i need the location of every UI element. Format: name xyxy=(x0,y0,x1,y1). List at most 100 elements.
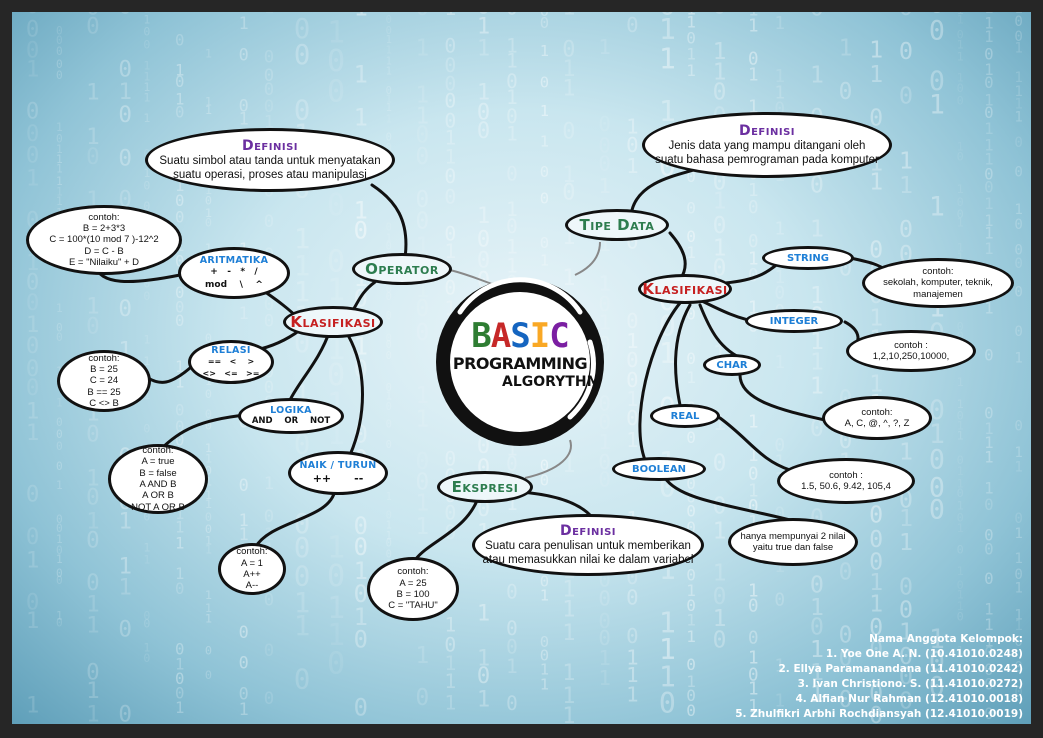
binary-digit: 1 xyxy=(984,12,994,17)
binary-digit: 0 xyxy=(264,507,274,527)
binary-digit: 1 xyxy=(26,420,39,446)
binary-digit: 0 xyxy=(477,227,490,252)
binary-digit: 0 xyxy=(294,14,310,45)
binary-digit: 0 xyxy=(659,310,676,343)
binary-digit: 1 xyxy=(175,517,184,536)
binary-digit: 1 xyxy=(56,121,63,134)
naik-turun-node: NAIK / TURUN ++ -- xyxy=(288,451,388,495)
relasi-example: contoh: B = 25 C = 24 B == 25 C <> B xyxy=(57,350,151,412)
logika-example: contoh: A = true B = false A AND B A OR … xyxy=(108,444,208,514)
binary-digit: 0 xyxy=(713,213,727,239)
binary-digit: 1 xyxy=(354,12,368,21)
binary-digit: 1 xyxy=(477,647,490,672)
binary-digit: 1 xyxy=(598,35,611,59)
binary-digit: 1 xyxy=(477,687,490,712)
binary-digit: 0 xyxy=(143,617,150,631)
binary-digit: 0 xyxy=(386,14,392,26)
binary-digit: 1 xyxy=(477,36,490,61)
binary-digit: 0 xyxy=(205,464,212,478)
binary-digit: 1 xyxy=(774,353,785,373)
binary-digit: 0 xyxy=(1014,284,1023,300)
tipedata-definition-line1: Jenis data yang mampu ditangani oleh xyxy=(668,139,866,152)
binary-digit: 0 xyxy=(86,659,100,685)
binary-digit: 1 xyxy=(713,236,727,262)
binary-digit: 0 xyxy=(810,570,824,598)
binary-digit: 1 xyxy=(869,591,883,618)
binary-digit: 0 xyxy=(56,440,63,453)
aritmatika-title: ARITMATIKA xyxy=(199,254,269,266)
binary-digit: 1 xyxy=(984,194,994,213)
binary-digit: 0 xyxy=(540,12,549,20)
binary-digit: 1 xyxy=(56,153,63,166)
binary-digit: 0 xyxy=(477,248,490,273)
binary-digit: 1 xyxy=(540,42,549,60)
binary-digit: 0 xyxy=(957,81,964,95)
binary-digit: 0 xyxy=(713,256,727,282)
binary-digit: 1 xyxy=(540,251,549,269)
ekspresi-example-line: C = "TAHU" xyxy=(388,600,438,612)
binary-digit: 0 xyxy=(354,533,368,561)
binary-digit: 1 xyxy=(562,597,575,622)
binary-digit: 1 xyxy=(415,35,429,61)
binary-digit: 0 xyxy=(26,290,39,316)
binary-digit: 0 xyxy=(175,297,184,316)
binary-digit: 0 xyxy=(26,17,39,43)
logo-letter-s: S xyxy=(510,316,531,356)
binary-digit: 0 xyxy=(477,12,490,20)
binary-digit: 0 xyxy=(929,395,945,426)
binary-digit: 0 xyxy=(562,38,575,63)
binary-digit: 1 xyxy=(56,397,63,410)
logo-programming: PROGRAMMING xyxy=(452,354,588,373)
binary-digit: 0 xyxy=(686,655,696,674)
binary-digit: 0 xyxy=(839,559,853,585)
binary-digit: 1 xyxy=(748,581,759,601)
binary-digit: 0 xyxy=(205,419,212,433)
binary-digit: 0 xyxy=(386,240,392,252)
real-example-line: contoh : xyxy=(829,469,863,481)
binary-digit: 0 xyxy=(869,614,883,641)
binary-digit: 1 xyxy=(56,195,63,208)
binary-digit: 1 xyxy=(748,697,759,717)
binary-digit: 1 xyxy=(56,185,63,198)
binary-digit: 0 xyxy=(205,510,212,524)
relasi-title: RELASI xyxy=(211,345,251,357)
binary-digit: 0 xyxy=(506,617,518,640)
binary-digit: 1 xyxy=(686,12,696,18)
binary-digit: 0 xyxy=(143,289,150,303)
binary-digit: 1 xyxy=(562,77,575,102)
binary-digit: 1 xyxy=(810,281,824,309)
binary-digit: 0 xyxy=(810,613,824,641)
binary-digit: 0 xyxy=(1014,256,1023,272)
binary-digit: 0 xyxy=(386,131,392,143)
binary-digit: 1 xyxy=(540,102,549,120)
relasi-node: RELASI == < > <> <= >= xyxy=(188,340,274,384)
binary-digit: 1 xyxy=(598,311,611,335)
binary-digit: 0 xyxy=(354,512,368,540)
binary-digit: 1 xyxy=(506,86,518,109)
binary-digit: 0 xyxy=(686,349,696,368)
binary-digit: 0 xyxy=(957,578,964,592)
binary-digit: 1 xyxy=(56,162,63,175)
binary-digit: 1 xyxy=(957,499,964,513)
integer-example: contoh : 1,2,10,250,10000, xyxy=(846,330,976,372)
binary-digit: 1 xyxy=(957,216,964,230)
binary-digit: 1 xyxy=(598,272,611,296)
binary-digit: 0 xyxy=(386,310,392,322)
binary-digit: 0 xyxy=(984,526,994,545)
binary-digit: 0 xyxy=(1014,685,1023,701)
binary-digit: 1 xyxy=(264,12,274,17)
binary-digit: 1 xyxy=(957,12,964,17)
aritmatika-example-line: B = 2+3*3 xyxy=(82,222,126,234)
binary-digit: 0 xyxy=(444,633,456,656)
binary-digit: 1 xyxy=(869,304,883,331)
ekspresi-definition: Definisi Suatu cara penulisan untuk memb… xyxy=(472,514,704,576)
binary-digit: 0 xyxy=(56,616,63,629)
binary-digit: 1 xyxy=(118,554,132,580)
binary-digit: 1 xyxy=(810,680,824,708)
binary-digit: 1 xyxy=(957,250,964,264)
binary-digit: 1 xyxy=(869,569,883,596)
binary-digit: 1 xyxy=(540,133,549,151)
binary-digit: 1 xyxy=(929,419,945,450)
binary-digit: 1 xyxy=(239,524,249,544)
binary-digit: 0 xyxy=(686,227,696,246)
